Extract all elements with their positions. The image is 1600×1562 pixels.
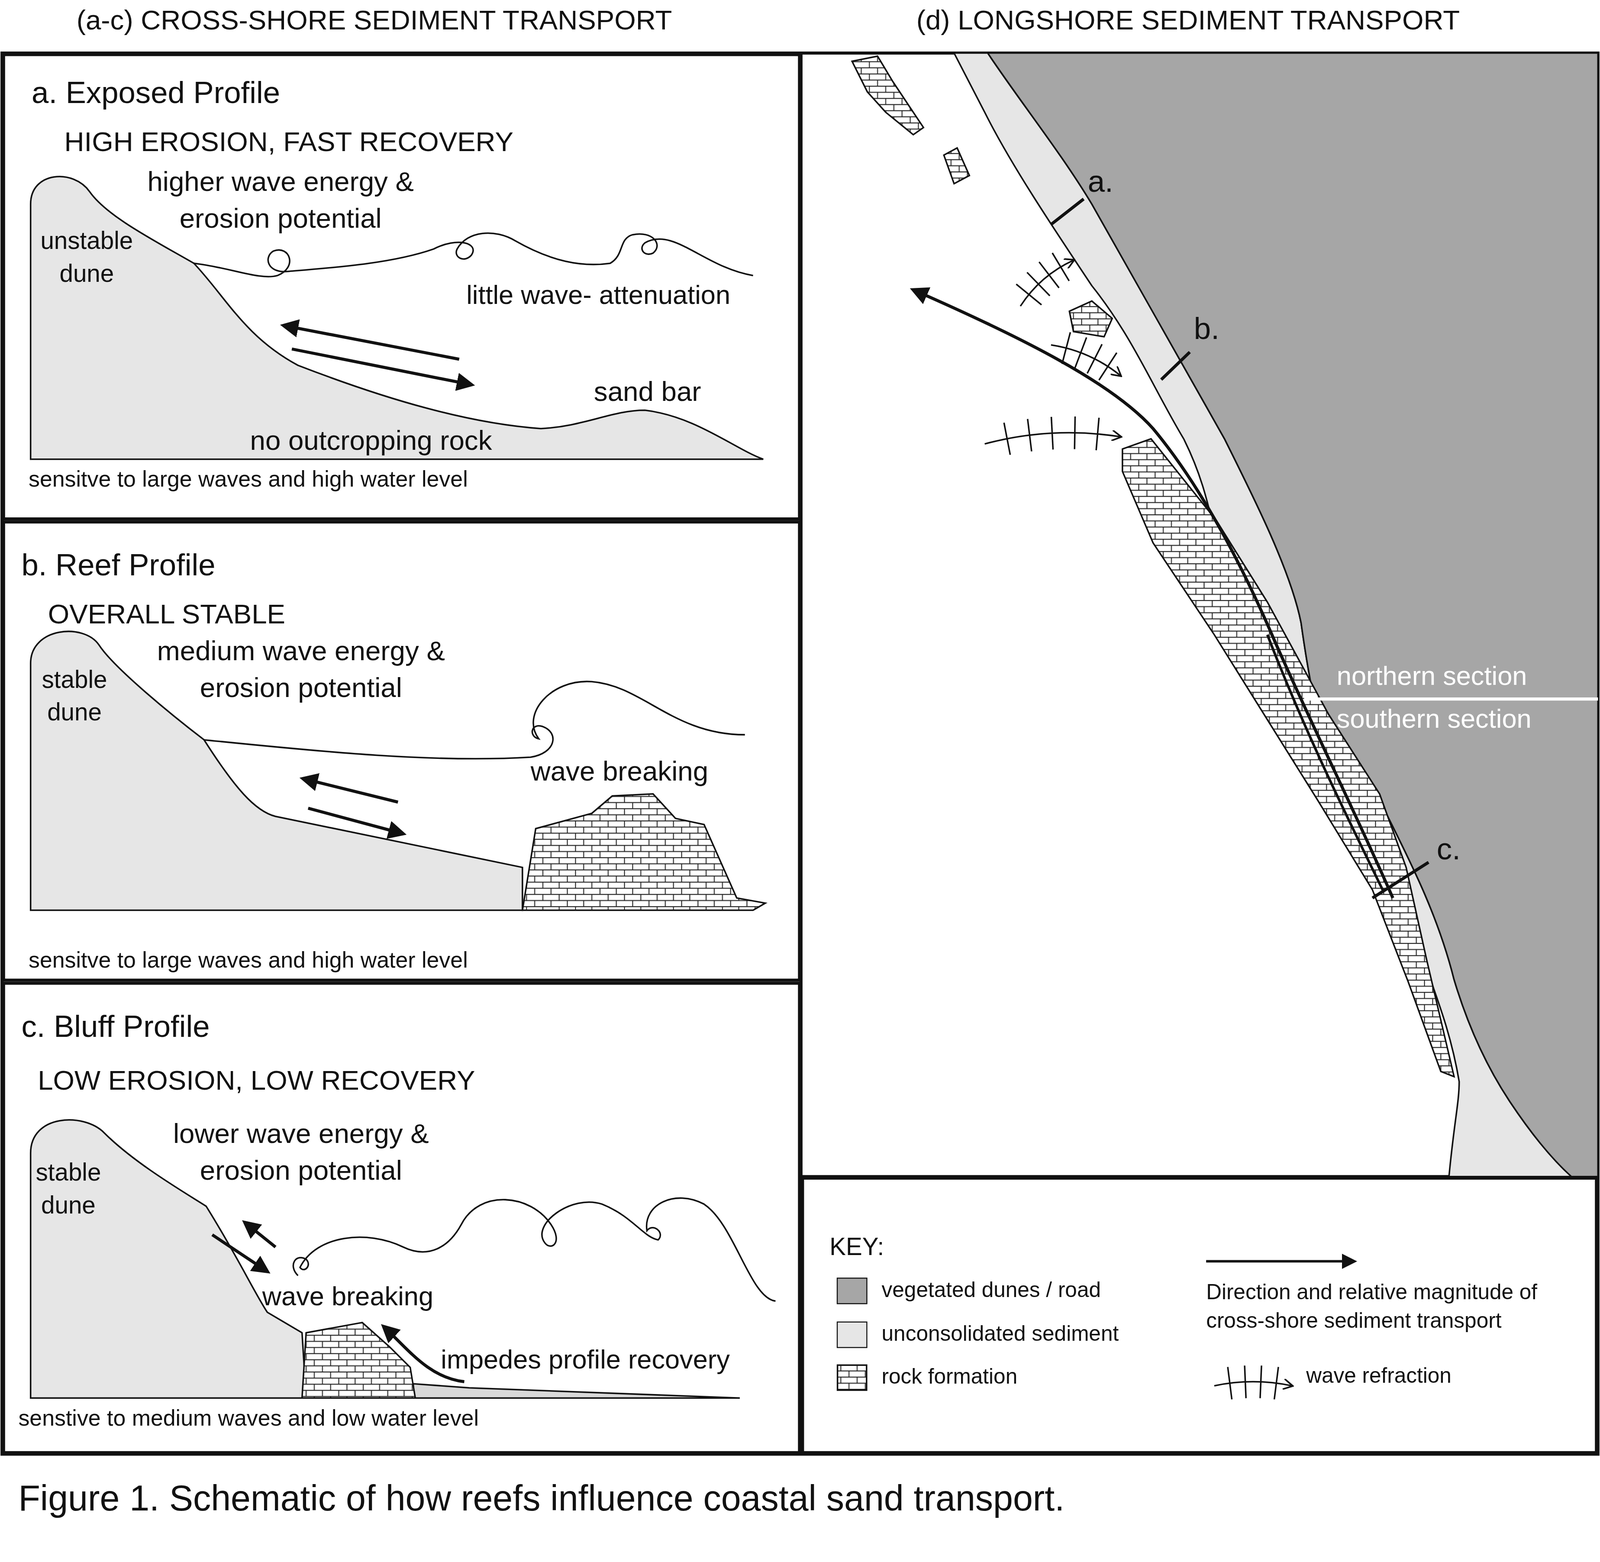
- refraction-arc: [1214, 1381, 1292, 1386]
- annotation: sand bar: [593, 373, 702, 411]
- refraction-arc: [1051, 345, 1121, 376]
- annotation: no outcropping rock: [249, 422, 492, 460]
- legend-text: vegetated dunes / road: [881, 1275, 1101, 1305]
- refraction-tick: [1260, 1365, 1262, 1398]
- panel-subtitle: OVERALL STABLE: [48, 596, 286, 634]
- column-heading: (d) LONGSHORE SEDIMENT TRANSPORT: [916, 2, 1460, 40]
- annotation: stable dune: [34, 663, 115, 730]
- refraction-tick: [1052, 252, 1070, 281]
- panel-subtitle: HIGH EROSION, FAST RECOVERY: [64, 123, 513, 161]
- panel-heading: c. Bluff Profile: [21, 1006, 210, 1048]
- annotation: sensitve to large waves and high water l…: [28, 945, 468, 976]
- section-label: northern section: [1336, 658, 1527, 694]
- annotation: senstive to medium waves and low water l…: [18, 1403, 479, 1434]
- refraction-tick: [1096, 417, 1100, 451]
- annotation: sensitve to large waves and high water l…: [28, 464, 468, 495]
- refraction-tick: [1074, 416, 1075, 449]
- refraction-arc: [1020, 260, 1074, 307]
- figure-caption: Figure 1. Schematic of how reefs influen…: [18, 1473, 1065, 1522]
- annotation: unstable dune: [26, 224, 147, 291]
- legend-symbol: [836, 1364, 868, 1391]
- refraction-tick: [1227, 1367, 1232, 1400]
- annotation: stable dune: [28, 1156, 109, 1223]
- refraction-tick: [1099, 352, 1117, 381]
- column-heading: (a-c) CROSS-SHORE SEDIMENT TRANSPORT: [76, 2, 673, 40]
- annotation: higher wave energy & erosion potential: [117, 163, 444, 238]
- profile-panel: c. Bluff ProfileLOW EROSION, LOW RECOVER…: [2, 981, 802, 1455]
- profile-panel: b. Reef ProfileOVERALL STABLE: [2, 520, 802, 982]
- refraction-tick: [1274, 1367, 1279, 1400]
- legend-swatch: [836, 1277, 868, 1304]
- refraction-tick: [1051, 416, 1054, 450]
- annotation: wave breaking: [262, 1278, 434, 1315]
- annotation: impedes profile recovery: [440, 1341, 730, 1378]
- annotation: lower wave energy & erosion potential: [132, 1115, 470, 1190]
- transect-label: b.: [1193, 308, 1220, 350]
- annotation: wave breaking: [530, 753, 709, 791]
- panel-subtitle: LOW EROSION, LOW RECOVERY: [37, 1062, 475, 1100]
- refraction-tick: [1038, 261, 1059, 288]
- key-box: KEY: vegetated dunes / road unconsolidated…: [800, 1176, 1598, 1455]
- refraction-tick: [1061, 332, 1071, 364]
- legend-text: unconsolidated sediment: [881, 1319, 1120, 1349]
- legend-text: rock formation: [881, 1362, 1018, 1392]
- refraction-tick: [1016, 283, 1042, 305]
- refraction-tick: [1087, 344, 1103, 374]
- legend-text: Direction and relative magnitude of cros…: [1206, 1277, 1594, 1336]
- panel-heading: b. Reef Profile: [21, 545, 216, 587]
- transect-label: a.: [1087, 161, 1114, 203]
- legend-symbol: [1206, 1251, 1360, 1272]
- refraction-tick: [1244, 1365, 1246, 1398]
- refraction-tick: [1027, 419, 1032, 452]
- panel-heading: KEY:: [829, 1230, 884, 1264]
- annotation: medium wave energy & erosion potential: [127, 632, 475, 707]
- annotation: little wave- attenuation: [466, 277, 731, 314]
- refraction-tick: [1074, 337, 1087, 368]
- refraction-tick: [1026, 272, 1050, 296]
- refraction-tick: [1003, 422, 1010, 455]
- section-label: southern section: [1336, 700, 1532, 737]
- transect-label: c.: [1436, 828, 1461, 870]
- panel-heading: a. Exposed Profile: [31, 72, 281, 114]
- legend-swatch: [836, 1321, 868, 1348]
- legend-symbol: [1212, 1363, 1294, 1400]
- legend-text: wave refraction: [1306, 1361, 1452, 1391]
